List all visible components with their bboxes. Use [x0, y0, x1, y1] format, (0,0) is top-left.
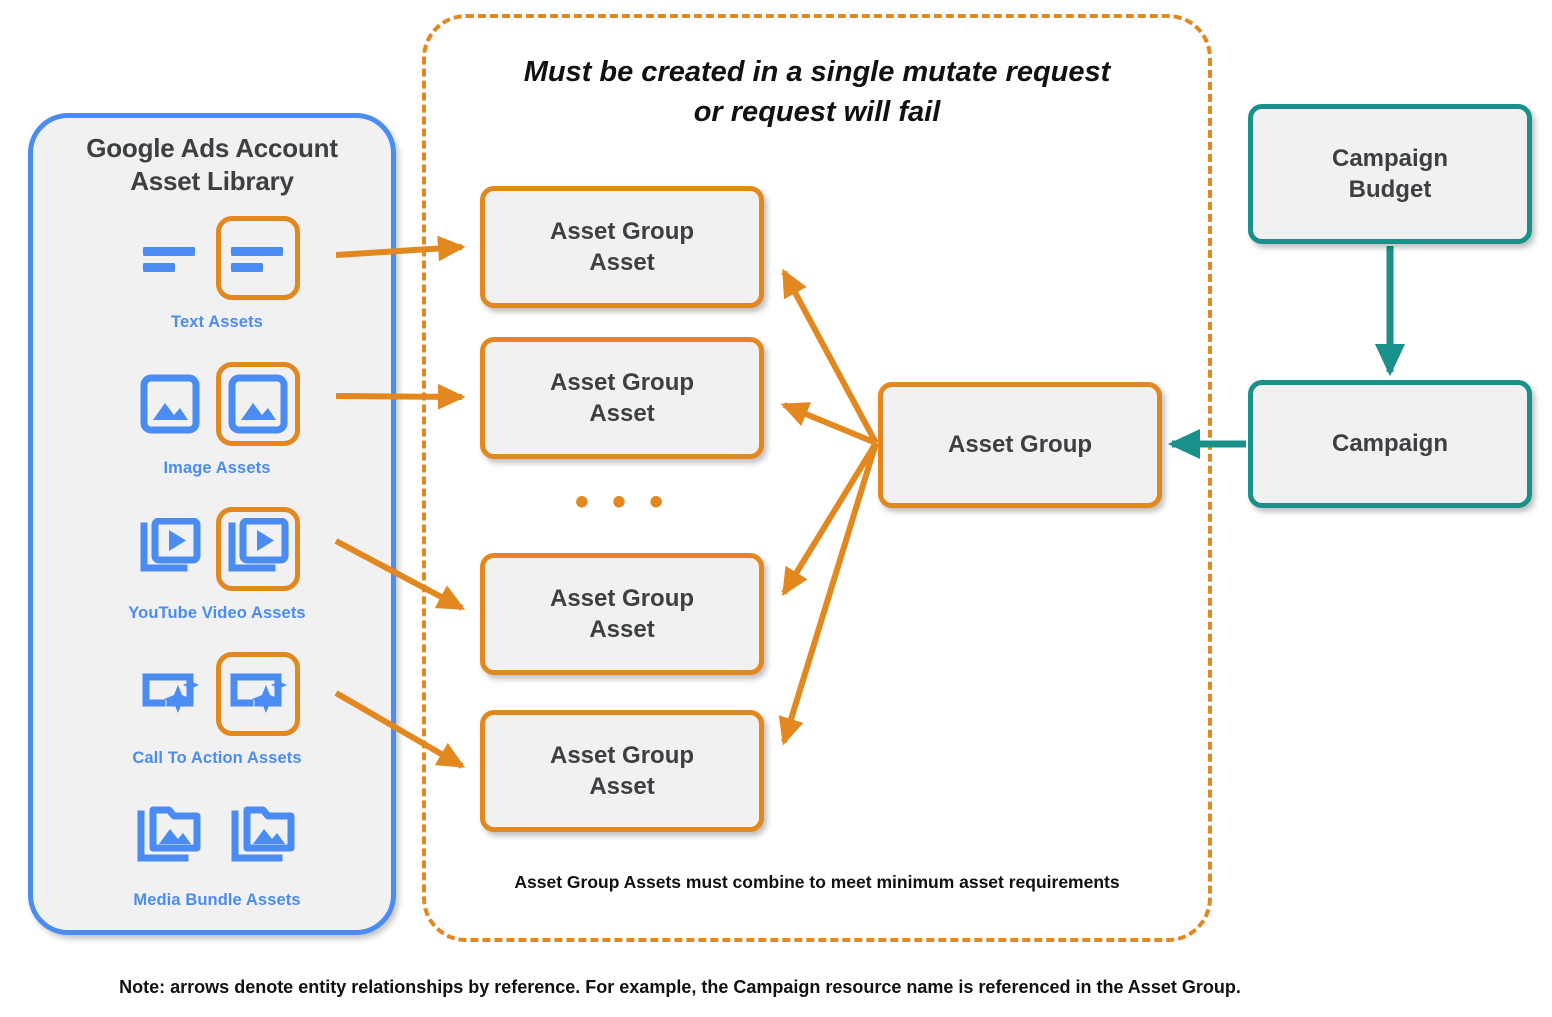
video-play-stack-icon	[134, 513, 206, 585]
mutate-header-line-2: or request will fail	[693, 96, 941, 129]
asset-row-video: YouTube Video Assets	[33, 503, 401, 625]
asset-group-asset-node-3-line-2: Asset	[589, 616, 655, 643]
text-lines-icon	[134, 222, 206, 294]
mutate-request-header: Must be created in a single mutate reque…	[432, 52, 1202, 132]
asset-group-asset-node-1-line-1: Asset Group	[549, 217, 695, 245]
video-play-stack-icon-selected[interactable]	[216, 507, 300, 591]
asset-group-asset-node-3[interactable]: Asset Group Asset	[480, 553, 764, 675]
diagram-note: Note: arrows denote entity relationships…	[119, 977, 1241, 997]
asset-group-node-label: Asset Group	[947, 431, 1093, 459]
asset-row-text-caption: Text Assets	[171, 313, 263, 331]
asset-group-asset-node-2-line-2: Asset	[589, 400, 655, 427]
asset-row-image: Image Assets	[33, 358, 401, 480]
asset-library-panel: Google Ads Account Asset Library	[28, 113, 396, 935]
campaign-node[interactable]: Campaign	[1248, 380, 1532, 508]
asset-row-image-icons	[33, 358, 401, 450]
asset-row-media-bundle: Media Bundle Assets	[33, 790, 401, 912]
asset-group-asset-node-1-line-2: Asset	[589, 249, 655, 276]
asset-row-text: Text Assets	[33, 212, 401, 334]
asset-group-asset-node-4[interactable]: Asset Group Asset	[480, 710, 764, 832]
image-picture-icon-selected[interactable]	[216, 362, 300, 446]
asset-library-title-line-2: Asset Library	[130, 166, 294, 197]
asset-row-media-bundle-caption: Media Bundle Assets	[133, 891, 301, 909]
asset-row-cta-caption: Call To Action Assets	[132, 749, 302, 767]
campaign-budget-node-line-1: Campaign	[1331, 144, 1448, 172]
asset-group-asset-node-4-line-2: Asset	[589, 773, 655, 800]
asset-library-title: Google Ads Account Asset Library	[33, 132, 391, 199]
campaign-budget-node[interactable]: Campaign Budget	[1248, 104, 1532, 244]
asset-row-media-bundle-icons	[33, 790, 401, 882]
text-lines-icon-selected[interactable]	[216, 216, 300, 300]
asset-group-asset-node-1[interactable]: Asset Group Asset	[480, 186, 764, 308]
call-to-action-sparkle-icon	[134, 658, 206, 730]
asset-group-asset-node-4-line-1: Asset Group	[549, 741, 695, 769]
asset-library-title-line-1: Google Ads Account	[86, 133, 338, 163]
asset-row-cta: Call To Action Assets	[33, 648, 401, 770]
media-bundle-folder-icon-2	[228, 800, 300, 872]
asset-group-asset-node-2-line-1: Asset Group	[549, 368, 695, 396]
image-picture-icon	[134, 368, 206, 440]
mutate-footnote: Asset Group Assets must combine to meet …	[514, 872, 1120, 892]
ellipsis-indicator: • • •	[574, 480, 670, 524]
campaign-budget-node-line-2: Budget	[1348, 176, 1432, 203]
mutate-request-container	[422, 14, 1212, 942]
campaign-node-label: Campaign	[1331, 430, 1448, 458]
asset-group-asset-node-3-line-1: Asset Group	[549, 584, 695, 612]
asset-group-node[interactable]: Asset Group	[878, 382, 1162, 508]
asset-row-video-icons	[33, 503, 401, 595]
media-bundle-folder-icon	[134, 800, 206, 872]
asset-row-text-icons	[33, 212, 401, 304]
asset-row-cta-icons	[33, 648, 401, 740]
call-to-action-sparkle-icon-selected[interactable]	[216, 652, 300, 736]
mutate-header-line-1: Must be created in a single mutate reque…	[523, 56, 1111, 88]
asset-row-video-caption: YouTube Video Assets	[128, 604, 306, 622]
asset-row-image-caption: Image Assets	[163, 459, 271, 477]
asset-group-asset-node-2[interactable]: Asset Group Asset	[480, 337, 764, 459]
